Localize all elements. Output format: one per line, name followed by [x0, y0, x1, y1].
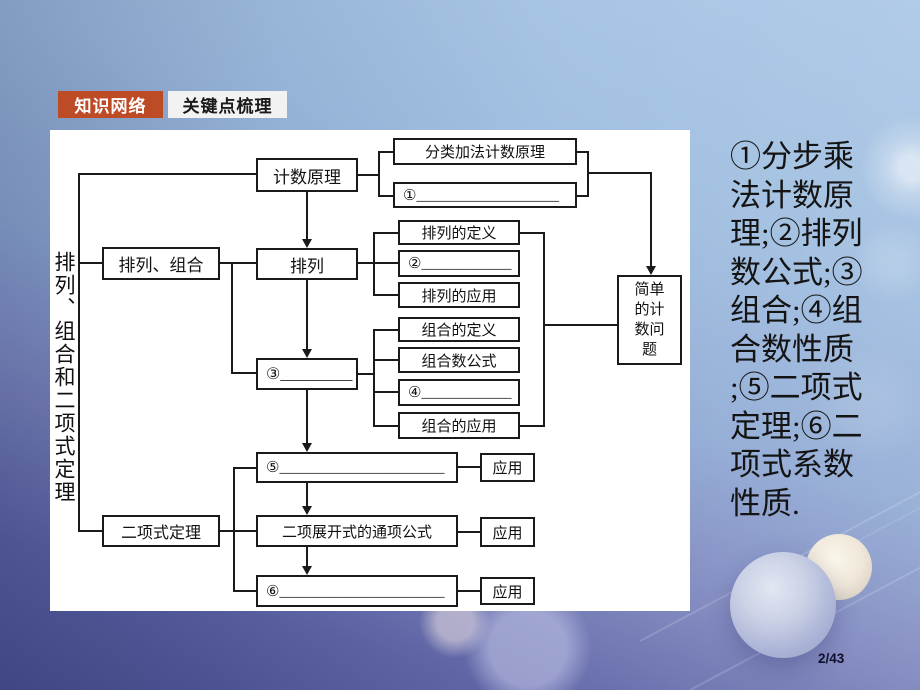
- diagram-root-label: 排列、组合和二项式定理: [52, 251, 76, 504]
- connector-line: [543, 324, 617, 326]
- node-classification-addition: 分类加法计数原理: [393, 138, 577, 165]
- connector-line: [543, 232, 545, 427]
- connector-line: [306, 483, 308, 507]
- connector-line: [231, 262, 233, 374]
- connector-line: [378, 195, 393, 197]
- connector-line: [306, 192, 308, 240]
- arrow-down-icon: [302, 443, 312, 452]
- connector-line: [373, 329, 398, 331]
- node-blank-2: ②____________: [398, 250, 520, 277]
- connector-line: [577, 151, 589, 153]
- node-general-term: 二项展开式的通项公式: [256, 515, 458, 547]
- arrow-down-icon: [302, 349, 312, 358]
- connector-line: [373, 359, 398, 361]
- node-counting-principle: 计数原理: [256, 158, 358, 192]
- connector-line: [233, 467, 256, 469]
- connector-line: [306, 390, 308, 444]
- node-comb-app: 组合的应用: [398, 412, 520, 439]
- node-perm: 排列: [256, 248, 358, 280]
- page-number: 2/43: [818, 651, 845, 666]
- node-blank-4: ④____________: [398, 379, 520, 406]
- node-application-2: 应用: [480, 517, 535, 547]
- connector-line: [577, 195, 589, 197]
- node-perm-app: 排列的应用: [398, 282, 520, 308]
- node-blank-6: ⑥______________________: [256, 575, 458, 607]
- connector-line: [650, 172, 652, 266]
- node-application-1: 应用: [480, 453, 535, 482]
- connector-line: [231, 372, 256, 374]
- diagram-panel: 排列、组合和二项式定理: [50, 130, 690, 611]
- connector-line: [358, 262, 373, 264]
- node-blank-5: ⑤______________________: [256, 452, 458, 483]
- connector-line: [233, 467, 235, 591]
- connector-line: [378, 151, 380, 197]
- connector-line: [373, 329, 375, 427]
- connector-line: [520, 232, 543, 234]
- connector-line: [373, 425, 398, 427]
- connector-line: [78, 530, 102, 532]
- connector-line: [220, 530, 233, 532]
- connector-line: [373, 391, 398, 393]
- bokeh-sphere-blue: [730, 552, 836, 658]
- side-note: ①分步乘 法计数原 理;②排列 数公式;③ 组合;④组 合数性质 ;⑤二项式 定…: [730, 139, 863, 521]
- node-perm-comb: 排列、组合: [102, 247, 220, 280]
- arrow-down-icon: [302, 239, 312, 248]
- connector-line: [587, 172, 652, 174]
- arrow-down-icon: [302, 566, 312, 575]
- connector-line: [358, 373, 373, 375]
- tab-key-points[interactable]: 关键点梳理: [168, 91, 287, 118]
- connector-line: [520, 425, 543, 427]
- arrow-down-icon: [646, 266, 656, 275]
- connector-line: [373, 232, 375, 296]
- connector-line: [233, 530, 256, 532]
- connector-line: [78, 262, 102, 264]
- connector-line: [233, 590, 256, 592]
- connector-line: [358, 174, 380, 176]
- connector-line: [306, 547, 308, 567]
- node-blank-3: ③_________: [256, 358, 358, 390]
- arrow-down-icon: [302, 506, 312, 515]
- node-blank-1: ①___________________: [393, 182, 577, 208]
- node-simple-counting: 简单的计数问题: [617, 275, 682, 365]
- node-binomial-theorem: 二项式定理: [102, 515, 220, 547]
- tab-knowledge-network[interactable]: 知识网络: [58, 91, 163, 118]
- connector-line: [378, 151, 393, 153]
- connector-line: [306, 280, 308, 350]
- node-application-3: 应用: [480, 577, 535, 605]
- connector-line: [373, 294, 398, 296]
- connector-line: [458, 590, 480, 592]
- connector-line: [78, 173, 80, 532]
- connector-line: [458, 466, 480, 468]
- connector-line: [78, 173, 256, 175]
- connector-line: [373, 262, 398, 264]
- connector-line: [587, 151, 589, 197]
- connector-line: [220, 262, 256, 264]
- connector-line: [373, 232, 398, 234]
- node-comb-def: 组合的定义: [398, 317, 520, 342]
- node-comb-formula: 组合数公式: [398, 347, 520, 373]
- connector-line: [458, 531, 480, 533]
- node-perm-def: 排列的定义: [398, 220, 520, 245]
